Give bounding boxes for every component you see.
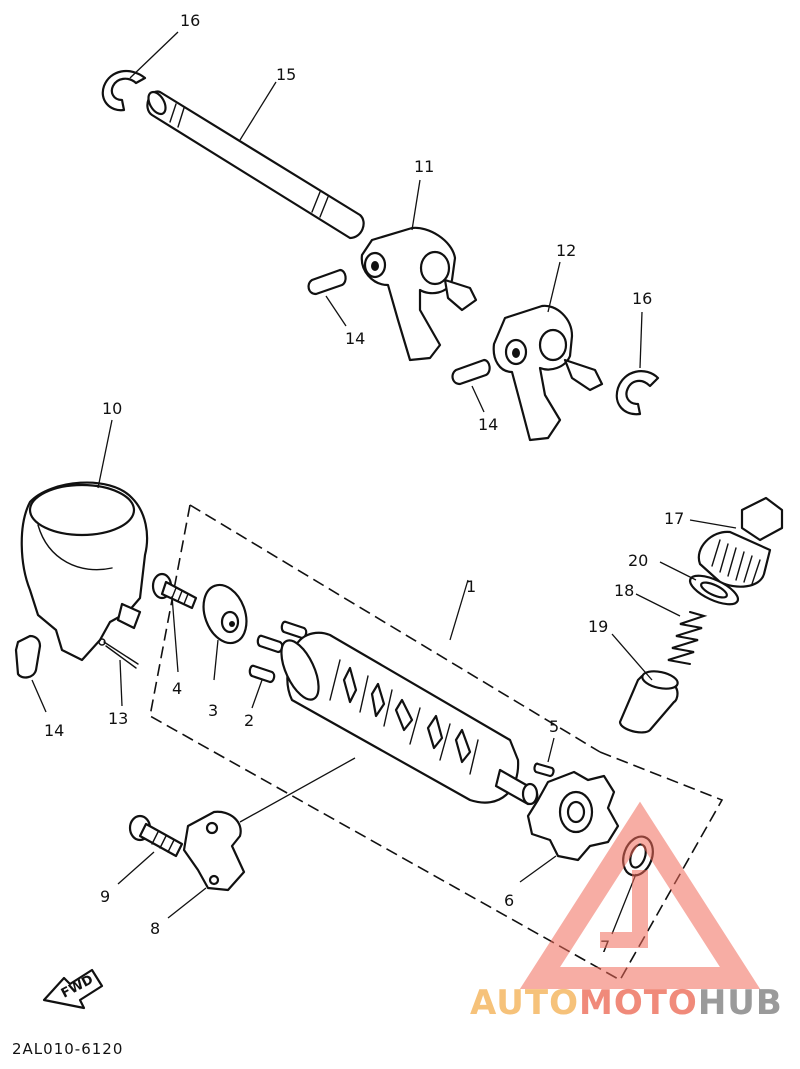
shift-fork-part-11 [360,226,478,362]
shift-drum-assembly-boundary [149,504,724,982]
pin-part-19 [618,670,679,734]
callout-14-c: 14 [44,721,64,740]
callout-15: 15 [276,65,296,84]
bolt-part-4 [151,572,198,610]
pin-part-5 [533,762,555,778]
pin-part-14-a [307,268,347,296]
pins-part-2 [248,620,308,684]
pin-part-14-c [14,634,42,679]
watermark-text: AUTOMOTOHUB [470,983,783,1023]
callout-14-a: 14 [345,329,365,348]
callout-13: 13 [108,709,128,728]
callout-3: 3 [208,701,218,720]
shift-fork-shaft-part-15 [146,90,365,240]
callout-17: 17 [664,509,684,528]
callout-5: 5 [549,717,559,736]
callout-2: 2 [244,711,254,730]
callout-8: 8 [150,919,160,938]
cotter-pin-part-13 [98,638,139,669]
callout-4: 4 [172,679,182,698]
shift-fork-part-12 [492,304,604,442]
callout-19: 19 [588,617,608,636]
callout-16-b: 16 [632,289,652,308]
callout-16: 16 [180,11,200,30]
callout-1: 1 [466,577,476,596]
callout-11: 11 [414,157,434,176]
washer-part-20 [688,574,740,606]
watermark-logo [519,801,761,989]
shift-fork-part-10 [20,481,149,662]
circlip-part-16-right [615,370,660,416]
plug-bolt-part-17 [697,496,784,588]
spring-part-18 [667,611,708,665]
watermark-part-auto: AUTO [470,983,579,1023]
callout-12: 12 [556,241,576,260]
pin-part-14-b [451,358,491,386]
watermark-part-hub: HUB [698,983,783,1023]
callout-9: 9 [100,887,110,906]
shift-drum-part-1 [280,631,539,806]
callout-14-b: 14 [478,415,498,434]
bolt-part-9 [128,814,184,858]
segment-part-6 [526,770,620,862]
stopper-plate-part-8 [182,810,246,892]
callout-6: 6 [504,891,514,910]
callout-18: 18 [614,581,634,600]
callout-20: 20 [628,551,648,570]
drawing-code: 2AL010-6120 [12,1040,123,1058]
forward-direction-arrow: FWD [42,968,104,1010]
callout-10: 10 [102,399,122,418]
circlip-part-16-top [101,69,147,112]
plate-part-3 [202,583,248,645]
watermark-part-moto: MOTO [579,983,698,1023]
